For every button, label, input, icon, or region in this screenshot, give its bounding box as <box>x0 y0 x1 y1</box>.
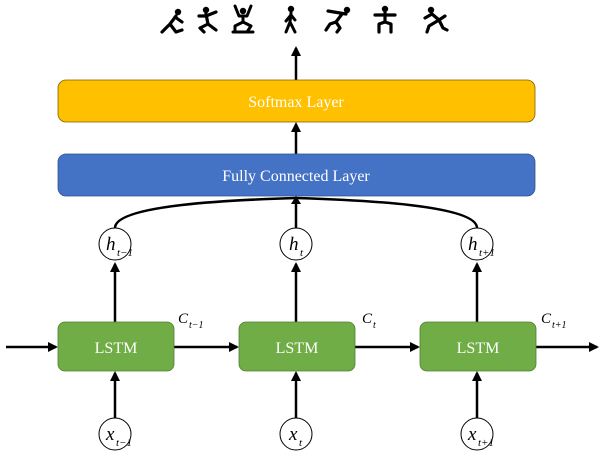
input-to-lstm-arrows <box>110 371 482 418</box>
input-subscript: t+1 <box>478 437 494 449</box>
input-base: x <box>288 424 298 445</box>
lstm-cell-label: LSTM <box>276 340 319 357</box>
hidden-state-t-minus-1: h t−1 <box>98 227 133 261</box>
cell-state-base: C <box>541 311 552 327</box>
lstm-cell-t-plus-1: LSTM <box>419 321 537 372</box>
cell-state-t-plus-1: C t+1 <box>541 311 567 331</box>
cell-state-t: C t <box>362 311 376 331</box>
crouching-person-icon <box>160 8 184 34</box>
hidden-state-base: h <box>289 234 299 255</box>
fully-connected-layer: Fully Connected Layer <box>57 153 536 197</box>
sprinting-person-icon <box>423 6 449 34</box>
hidden-state-t: h t <box>279 227 313 261</box>
cell-state-subscript: t <box>373 320 376 331</box>
cell-state-base: C <box>178 311 189 327</box>
lstm-cell-label: LSTM <box>457 340 500 357</box>
cell-state-subscript: t−1 <box>189 320 204 331</box>
lstm-cell-t-minus-1: LSTM <box>57 321 175 372</box>
input-subscript: t <box>299 437 303 449</box>
hidden-state-base: h <box>106 234 116 255</box>
input-t-minus-1: x t−1 <box>98 417 132 451</box>
input-t-plus-1: x t+1 <box>460 417 494 451</box>
walking-person-icon <box>284 5 297 34</box>
cell-state-base: C <box>362 311 373 327</box>
running-person-icon <box>324 6 351 34</box>
hidden-state-t-plus-1: h t+1 <box>460 227 495 261</box>
hidden-to-fc-connections <box>113 196 479 229</box>
squatting-person-icon <box>231 4 255 34</box>
merge-arrowhead <box>291 196 301 204</box>
kicking-person-icon <box>197 6 218 34</box>
input-t: x t <box>279 417 313 451</box>
softmax-layer-label: Softmax Layer <box>248 94 344 111</box>
hidden-state-subscript: t <box>300 247 304 259</box>
hidden-state-subscript: t+1 <box>479 247 495 259</box>
fully-connected-layer-label: Fully Connected Layer <box>222 168 370 185</box>
cell-state-t-minus-1: C t−1 <box>178 311 204 331</box>
input-base: x <box>467 424 477 445</box>
lstm-cell-t: LSTM <box>238 321 356 372</box>
fully-connected-layer-box <box>57 153 536 197</box>
input-base: x <box>105 424 115 445</box>
jumping-person-icon <box>373 5 397 34</box>
action-icons-row <box>160 4 449 34</box>
hidden-state-subscript: t−1 <box>117 247 133 259</box>
lstm-to-hidden-arrows <box>110 262 482 322</box>
input-subscript: t−1 <box>116 437 132 449</box>
lstm-cell-label: LSTM <box>95 340 138 357</box>
cell-state-subscript: t+1 <box>552 320 567 331</box>
hidden-state-base: h <box>468 234 478 255</box>
softmax-layer: Softmax Layer <box>57 79 536 123</box>
